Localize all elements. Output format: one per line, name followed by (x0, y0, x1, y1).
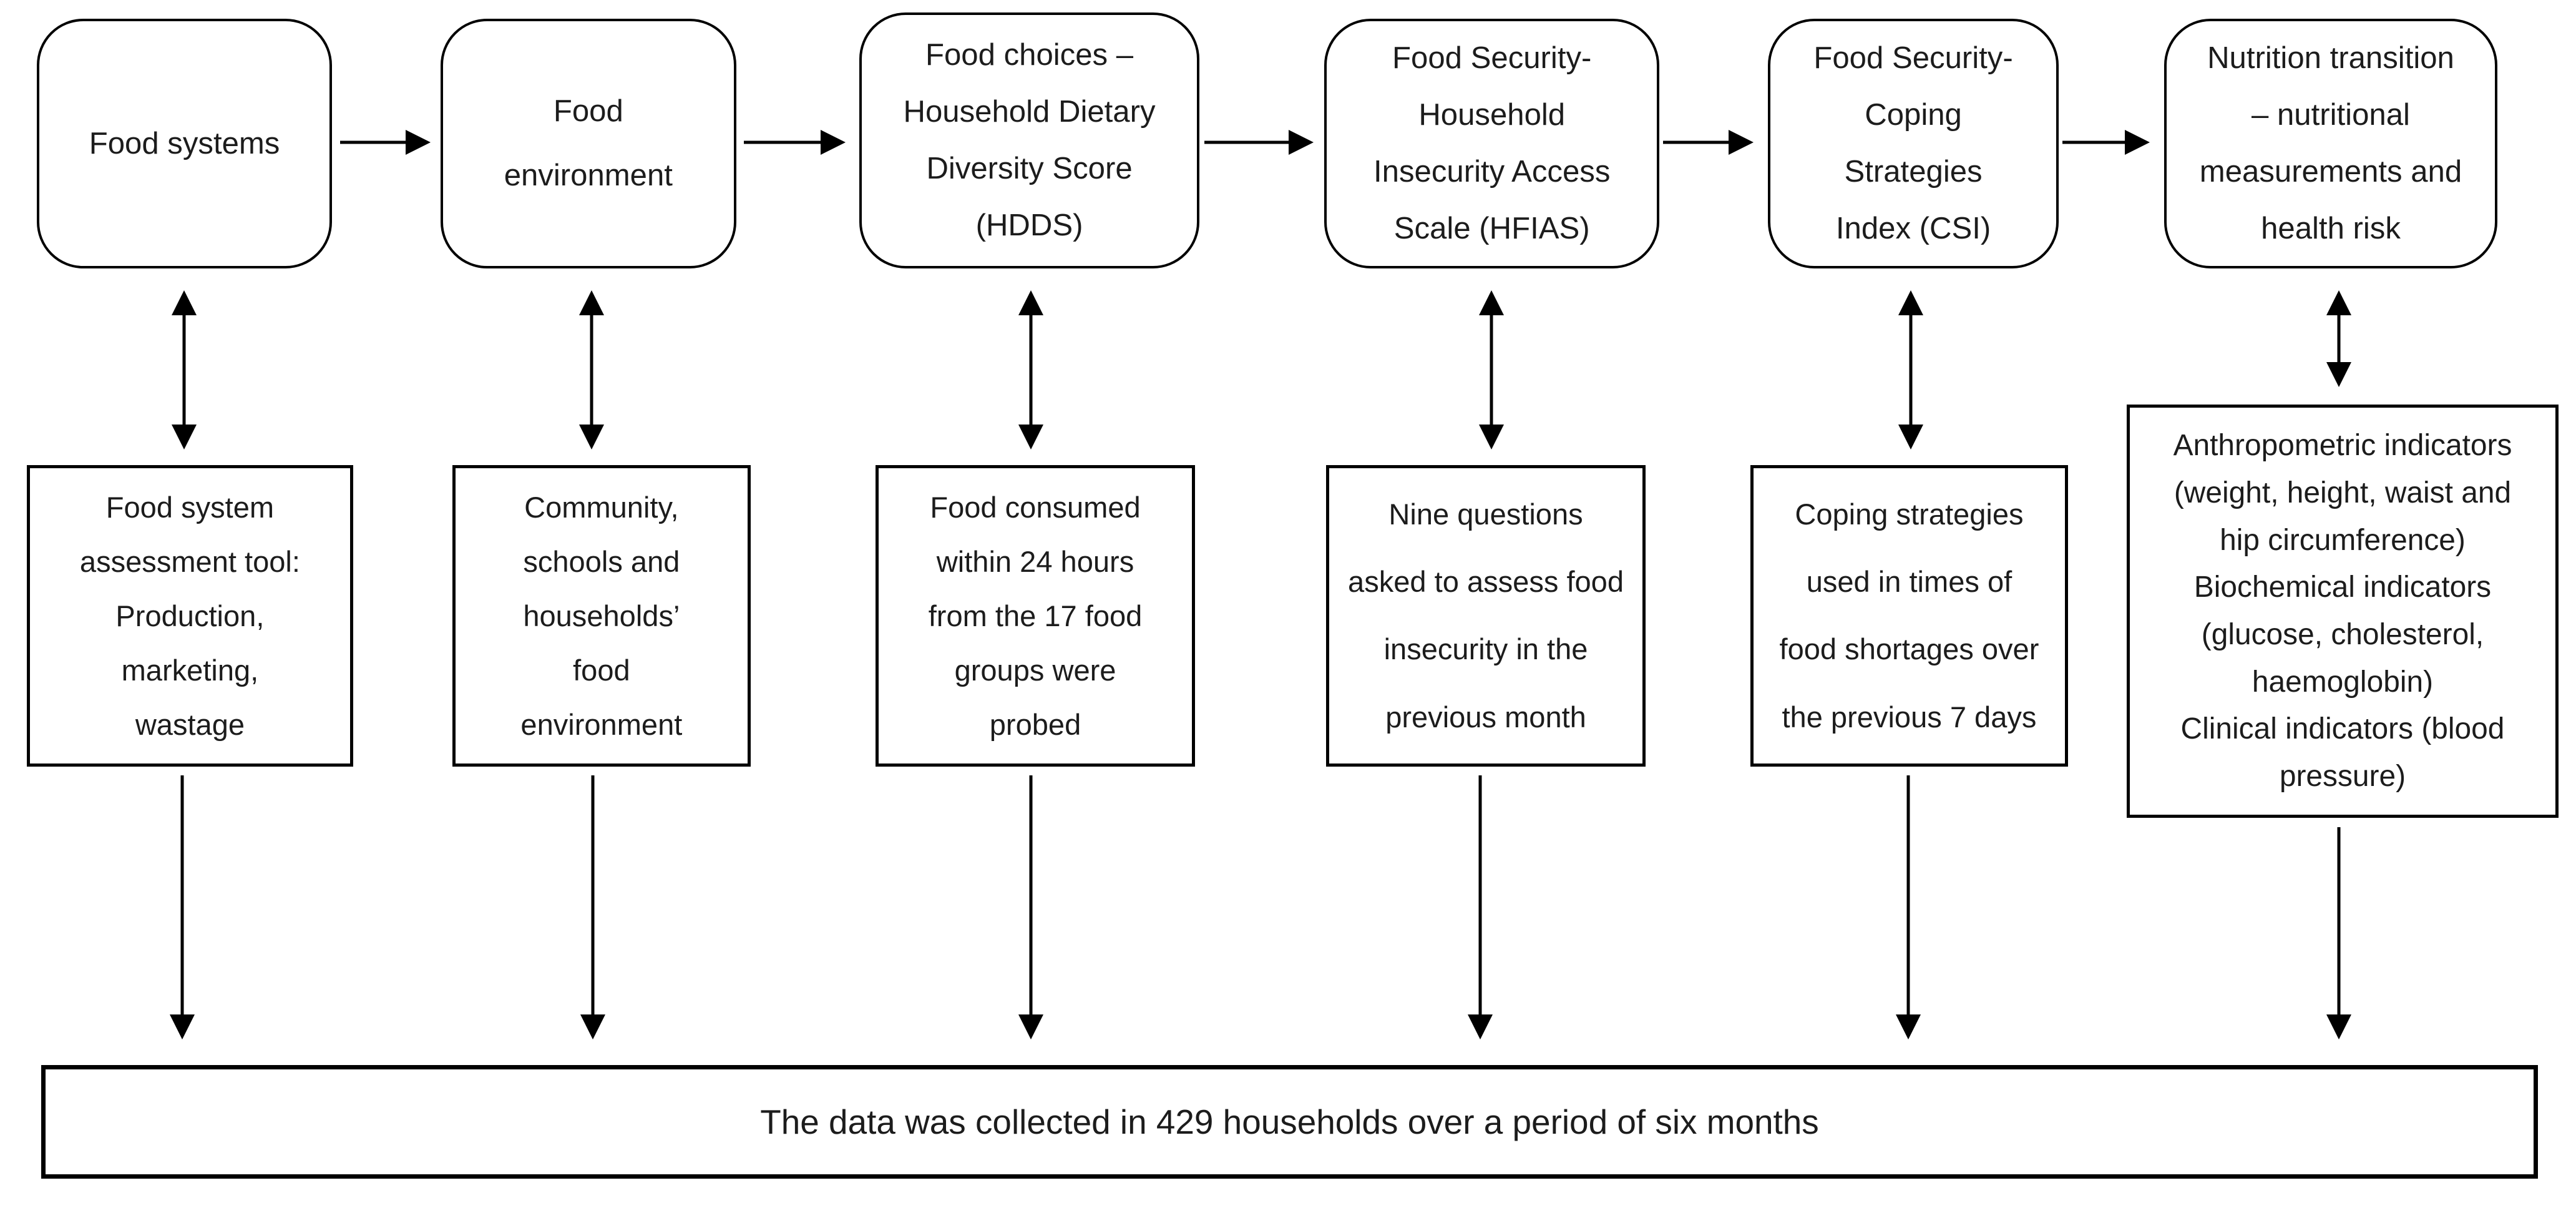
node-food-system-assessment-tool: Food system assessment tool: Production,… (26, 464, 353, 767)
node-nine-questions-hfias: Nine questions asked to assess food inse… (1326, 464, 1646, 767)
node-food-choices-hdds: Food choices – Household Dietary Diversi… (859, 12, 1199, 269)
node-data-collection-summary: The data was collected in 429 households… (41, 1065, 2538, 1179)
node-food-environment: Food environment (440, 18, 736, 268)
node-food-security-csi: Food Security- Coping Strategies Index (… (1768, 18, 2059, 268)
node-nutrition-transition: Nutrition transition – nutritional measu… (2164, 18, 2498, 268)
node-food-consumed-24-hours: Food consumed within 24 hours from the 1… (876, 464, 1195, 767)
node-food-systems: Food systems (37, 18, 333, 268)
node-food-security-hfias: Food Security- Household Insecurity Acce… (1324, 18, 1660, 268)
node-community-schools-households-environment: Community, schools and households’ food … (452, 464, 751, 767)
node-health-indicators: Anthropometric indicators (weight, heigh… (2127, 405, 2559, 818)
node-coping-strategies-7-days: Coping strategies used in times of food … (1750, 464, 2068, 767)
